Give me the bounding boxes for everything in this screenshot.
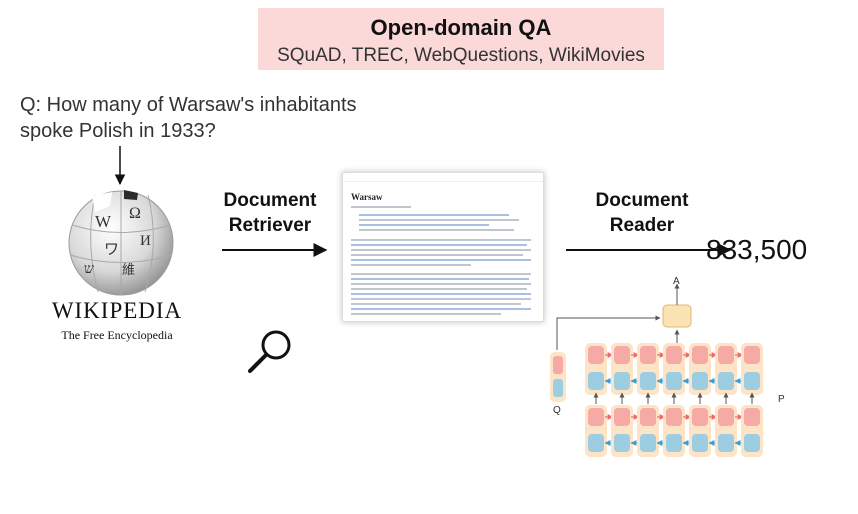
retriever-label-line-1: Document: [223, 190, 317, 211]
title-banner: Open-domain QA SQuAD, TREC, WebQuestions…: [258, 8, 664, 70]
document-title: Warsaw: [351, 192, 383, 202]
passage-label: P: [778, 394, 785, 405]
reader-label: Document Reader: [582, 188, 702, 238]
retriever-label-line-2: Retriever: [228, 215, 312, 236]
reader-label-line-1: Document: [595, 190, 689, 211]
dataset-list: SQuAD, TREC, WebQuestions, WikiMovies: [277, 45, 645, 66]
lstm-cell: [637, 405, 659, 457]
lstm-cell: [611, 405, 633, 457]
question-line-2: spoke Polish in 1933?: [20, 120, 216, 142]
globe-glyph-6: ש: [84, 262, 94, 277]
lstm-cell: [663, 405, 685, 457]
lstm-cell: [663, 343, 685, 395]
passage-encoder-grid: [585, 343, 763, 457]
lstm-cell: [689, 405, 711, 457]
globe-glyph-5: 維: [122, 262, 135, 277]
reader-model-diagram: [550, 283, 763, 457]
reader-label-line-2: Reader: [609, 215, 675, 236]
lstm-cell: [689, 343, 711, 395]
answer-text: 833,500: [706, 234, 808, 265]
lstm-cell: [741, 343, 763, 395]
document-toolbar: [343, 173, 543, 182]
lstm-cell: [741, 405, 763, 457]
lstm-cell: [637, 343, 659, 395]
question-label: Q: [553, 405, 561, 416]
question-text: Q: How many of Warsaw's inhabitants spok…: [20, 92, 420, 144]
question-line-1: Q: How many of Warsaw's inhabitants: [20, 94, 357, 116]
wikipedia-wordmark: WIKIPEDIA: [51, 298, 183, 323]
globe-glyph-1: W: [95, 212, 112, 231]
wikipedia-globe-icon: W Ω И ワ 維 ש: [68, 190, 174, 296]
output-label: A: [673, 276, 680, 287]
retrieved-document: Warsaw: [342, 172, 544, 322]
lstm-cell: [715, 343, 737, 395]
wikipedia-tagline: The Free Encyclopedia: [61, 328, 173, 342]
retriever-label: Document Retriever: [210, 188, 330, 238]
lstm-cell: [585, 405, 607, 457]
diagram-title: Open-domain QA: [370, 15, 552, 40]
lstm-cell: [585, 343, 607, 395]
globe-glyph-3: И: [140, 233, 151, 249]
lstm-cell: [715, 405, 737, 457]
magnifier-icon: [248, 330, 291, 373]
globe-glyph-4: ワ: [104, 242, 119, 258]
globe-glyph-2: Ω: [129, 205, 141, 222]
lstm-cell: [611, 343, 633, 395]
output-node: [662, 304, 692, 328]
